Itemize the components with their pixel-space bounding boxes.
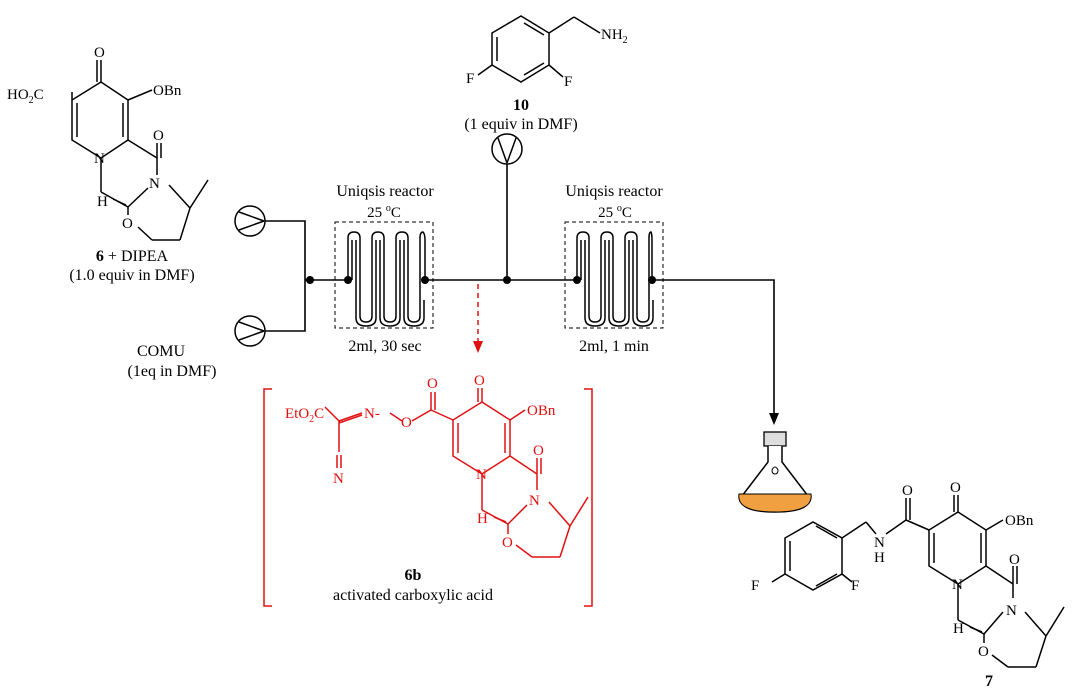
compound-6-structure bbox=[71, 60, 209, 241]
comu-conditions: (1eq in DMF) bbox=[128, 363, 217, 380]
pump-amine bbox=[491, 133, 523, 165]
oxime-nitrogen-label: N- bbox=[364, 406, 380, 422]
amide-nitrogen-label: N bbox=[149, 176, 160, 192]
amide-nitrogen-7-label: N bbox=[1006, 603, 1017, 619]
stereo-hydrogen-label: H bbox=[97, 194, 108, 210]
reactor1-box bbox=[334, 221, 434, 329]
ring-nitrogen-7-label: N bbox=[952, 577, 963, 593]
amide-oxygen-label: O bbox=[153, 128, 164, 144]
reactor2-box bbox=[564, 221, 664, 329]
oxime-oxygen-label: O bbox=[401, 415, 412, 431]
reactor1-temperature: 25 oC bbox=[367, 203, 401, 221]
compound-10-conditions: (1 equiv in DMF) bbox=[464, 116, 577, 133]
junction-mixer-2 bbox=[503, 276, 511, 284]
stereo-hydrogen-6b-label: H bbox=[477, 511, 488, 527]
ring-nitrogen-6b-label: N bbox=[476, 467, 487, 483]
compound-6b-number: 6b bbox=[405, 567, 422, 584]
ring-nitrogen-label: N bbox=[94, 151, 105, 167]
fluorine-label-ortho: F bbox=[564, 74, 572, 90]
amide-nitrogen-6b-label: N bbox=[529, 493, 540, 509]
collection-flask bbox=[738, 431, 812, 513]
compound-7-number: 7 bbox=[985, 673, 993, 690]
amide-oxygen-7-label: O bbox=[1009, 552, 1020, 568]
amide-nh-hydrogen-label: H bbox=[874, 550, 885, 566]
sampling-arrow-head bbox=[473, 341, 483, 353]
ketone-oxygen-label: O bbox=[94, 45, 105, 61]
ester-carbonyl-oxygen-label: O bbox=[427, 376, 438, 392]
amide-carbonyl-oxygen-label: O bbox=[902, 483, 913, 499]
junction-mixer-1 bbox=[306, 276, 314, 284]
pump-acid bbox=[234, 205, 266, 237]
comu-label: COMU bbox=[137, 343, 185, 360]
ketone-oxygen-6b-label: O bbox=[474, 373, 485, 389]
reactor1-volume-time: 2ml, 30 sec bbox=[348, 338, 421, 355]
fluorine-label-para: F bbox=[466, 71, 474, 87]
reactor2-temperature: 25 oC bbox=[598, 203, 632, 221]
stereo-hydrogen-7-label: H bbox=[953, 621, 964, 637]
benzyloxy-7-label: OBn bbox=[1005, 513, 1034, 529]
benzyloxy-label: OBn bbox=[153, 83, 182, 99]
flask-liquid bbox=[738, 493, 812, 513]
reactor2-volume-time: 2ml, 1 min bbox=[579, 338, 649, 355]
ethyl-ester-label: EtO2C bbox=[285, 406, 324, 425]
intermediate-6b-structure bbox=[324, 388, 589, 558]
pump-comu bbox=[234, 315, 266, 347]
ring-oxygen-6b-label: O bbox=[502, 535, 513, 551]
reactor2-coil bbox=[576, 231, 654, 327]
ketone-oxygen-7-label: O bbox=[950, 480, 961, 496]
intermediate-brackets bbox=[263, 388, 593, 607]
flow-lines bbox=[265, 164, 779, 425]
compound-6b-description: activated carboxylic acid bbox=[333, 587, 493, 604]
compound-10-number: 10 bbox=[513, 97, 529, 114]
compound-6-label: 6 + DIPEA bbox=[96, 248, 169, 265]
compound-6-conditions: (1.0 equiv in DMF) bbox=[69, 267, 194, 284]
fluorine-7-para-label: F bbox=[751, 578, 759, 594]
reactor2-title: Uniqsis reactor bbox=[565, 183, 663, 200]
nitrile-nitrogen-label: N bbox=[333, 471, 344, 487]
benzyloxy-6b-label: OBn bbox=[527, 403, 556, 419]
ring-oxygen-label: O bbox=[122, 216, 133, 232]
compound-10-structure bbox=[477, 15, 601, 83]
amide-nh-nitrogen-label: N bbox=[874, 535, 885, 551]
reactor1-coil bbox=[347, 231, 426, 327]
fluorine-7-ortho-label: F bbox=[851, 578, 859, 594]
amide-oxygen-6b-label: O bbox=[533, 443, 544, 459]
acid-group-label: HO2C bbox=[7, 87, 44, 106]
reactor1-title: Uniqsis reactor bbox=[336, 183, 434, 200]
ring-oxygen-7-label: O bbox=[978, 644, 989, 660]
nh2-label: NH2 bbox=[601, 27, 628, 46]
product-7-structure bbox=[771, 495, 1065, 668]
